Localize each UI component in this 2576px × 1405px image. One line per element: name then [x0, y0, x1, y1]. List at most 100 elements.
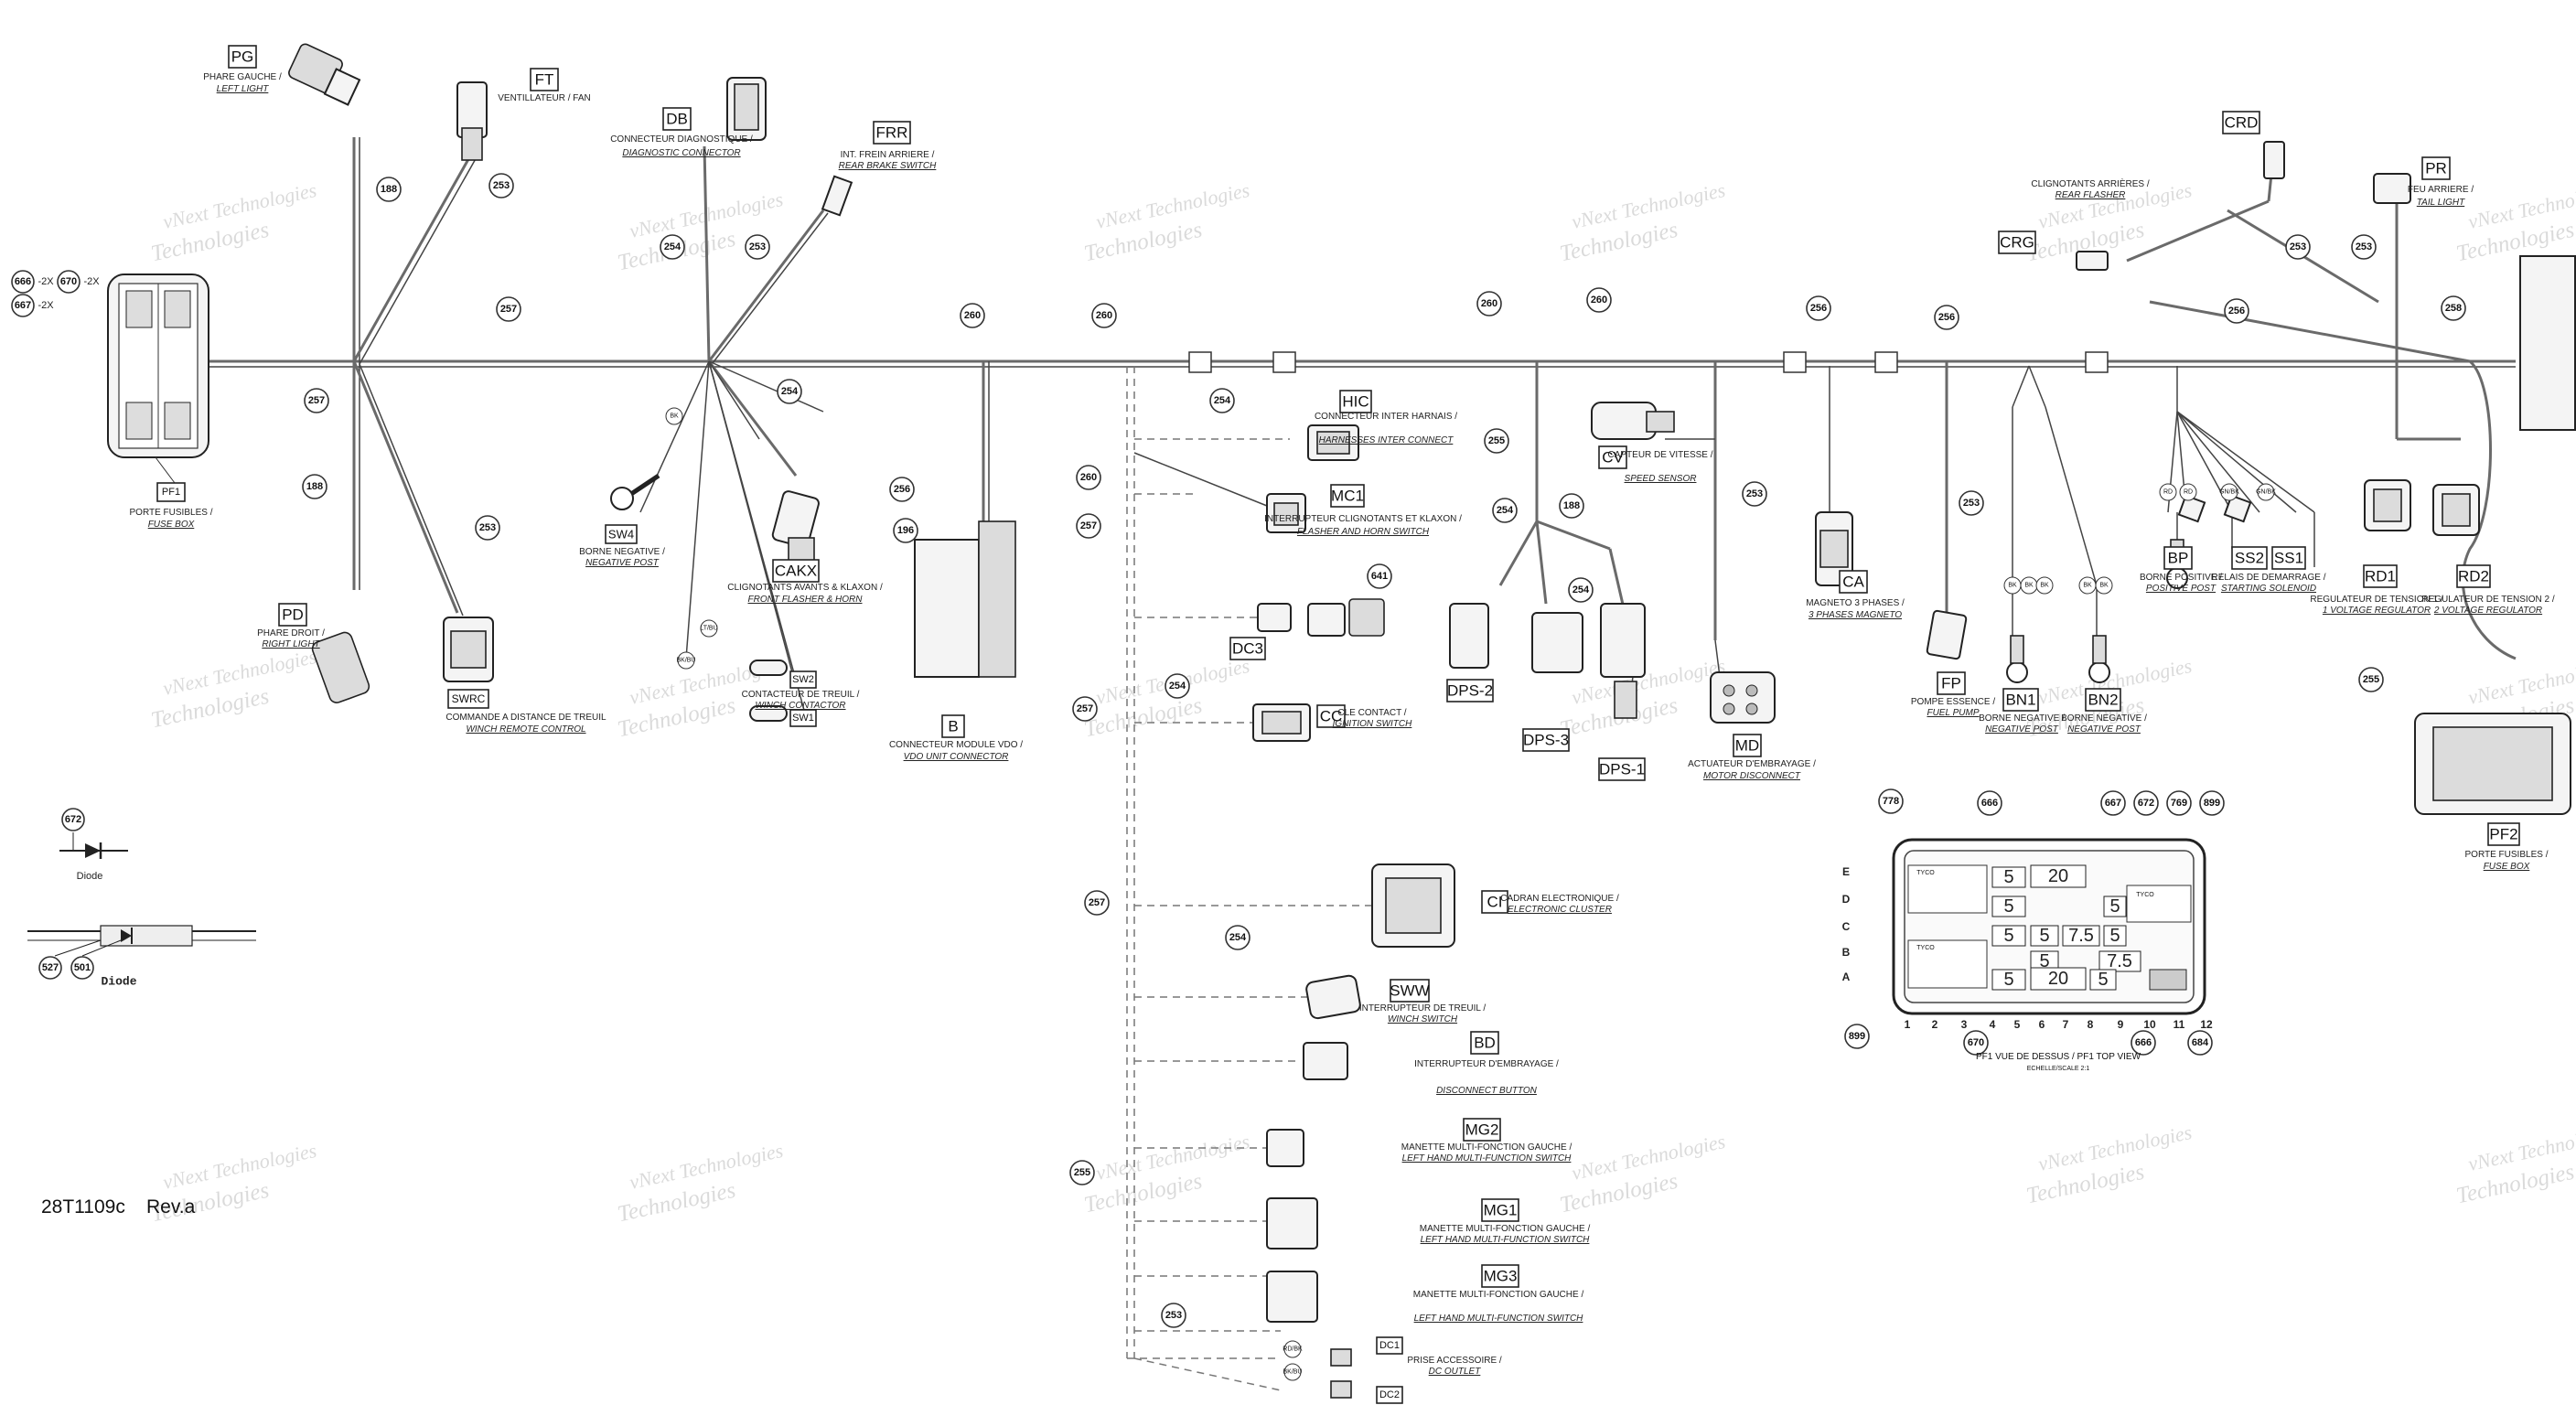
harness-wires [183, 137, 2517, 1391]
desc-rd2-fr: REGULATEUR DE TENSION 2 / [2421, 595, 2554, 605]
wire-number-text: 260 [964, 310, 981, 321]
tag-ss2-text: SS2 [2235, 550, 2264, 567]
desc-bd-fr: INTERRUPTEUR D'EMBRAYAGE / [1414, 1059, 1559, 1069]
wire-number-text: 256 [2228, 306, 2245, 316]
wire-color-label: BK [665, 407, 683, 425]
pf1-top-view-scale: ECHELLE/SCALE 2:1 [2027, 1066, 2090, 1072]
wire-color-text: RD [2184, 489, 2193, 496]
qty-text: -2X [38, 300, 54, 311]
desc-ss1-fr: RELAIS DE DEMARRAGE / [2211, 573, 2325, 583]
pf1-callout: 899 [2199, 790, 2225, 816]
desc-rd1-fr: REGULATEUR DE TENSION 1 / [2310, 595, 2442, 605]
brand-label: TYCO [1916, 870, 1935, 876]
desc-mg3: MANETTE MULTI-FONCTION GAUCHE /LEFT HAND… [1413, 1290, 1584, 1324]
desc-db: CONNECTEUR DIAGNOSTIQUE /DIAGNOSTIC CONN… [610, 134, 753, 158]
desc-ft-fr: VENTILLATEUR / FAN [498, 93, 591, 103]
connector-ft-icon [456, 81, 488, 161]
wire-number-text: 254 [1572, 585, 1590, 595]
tag-bn2: BN2 [2085, 688, 2121, 712]
fuse-value: 5 [2003, 970, 2013, 990]
desc-pd: PHARE DROIT /RIGHT LIGHT [257, 628, 325, 649]
connector-bd-icon [1303, 1042, 1348, 1080]
wire-number-text: 188 [381, 184, 397, 195]
connector-pg-icon [288, 43, 361, 106]
wire-number-text: 257 [1077, 703, 1093, 714]
pf1-side-part-670: 670 [57, 270, 80, 294]
connector-sw4-icon [610, 473, 660, 510]
desc-cc-en: IGNITION SWITCH [1333, 719, 1412, 729]
fuse-value: 7.5 [2107, 951, 2132, 971]
connector-mg1-icon [1266, 1197, 1318, 1249]
wire-color-label: BK/BU [1283, 1363, 1303, 1381]
desc-mc1: INTERRUPTEUR CLIGNOTANTS ET KLAXON /FLAS… [1264, 514, 1462, 537]
desc-cv-fr: CAPTEUR DE VITESSE / [1607, 450, 1712, 460]
wire-number-text: 254 [781, 386, 799, 397]
tag-ca-text: CA [1842, 574, 1864, 591]
tag-sw2: SW2 [789, 670, 817, 689]
tag-pg-text: PG [231, 48, 254, 66]
desc-pg-en: LEFT LIGHT [217, 84, 270, 94]
desc-ci-en: ELECTRONIC CLUSTER [1508, 905, 1612, 915]
tag-pr: PR [2421, 156, 2451, 180]
wire-bubble: 260 [1476, 291, 1502, 316]
wire-bubble: 260 [1076, 465, 1101, 490]
fuse-value: 5 [2039, 951, 2049, 971]
tag-mg2-text: MG2 [1465, 1121, 1499, 1139]
wire-color-text: GN/BK [2256, 489, 2276, 496]
tag-bp: BP [2163, 546, 2193, 570]
wire-bubble: 253 [1959, 490, 1984, 516]
desc-rd2: REGULATEUR DE TENSION 2 /2 VOLTAGE REGUL… [2421, 595, 2554, 616]
desc-pf1-fr: PORTE FUSIBLES / [130, 508, 213, 518]
connector-sw2-icon [749, 660, 788, 676]
connector-frr-icon [821, 175, 853, 217]
desc-mg2: MANETTE MULTI-FONCTION GAUCHE /LEFT HAND… [1401, 1142, 1572, 1164]
wire-color-labels: BK BK BK/BU LT/BU RD RD GN/BK GN/BK BK B… [665, 407, 2276, 1381]
tag-ca: CA [1839, 570, 1868, 594]
qty-text: -2X [38, 276, 54, 287]
tag-rd1-text: RD1 [2365, 568, 2396, 585]
wire-number-text: 196 [897, 525, 914, 536]
desc-db-fr: CONNECTEUR DIAGNOSTIQUE / [610, 134, 753, 145]
desc-mg2-en: LEFT HAND MULTI-FUNCTION SWITCH [1402, 1153, 1572, 1164]
wire-bubble: 260 [1586, 287, 1612, 313]
desc-dc1-en: DC OUTLET [1429, 1367, 1482, 1377]
callout-text: 769 [2171, 798, 2187, 809]
wire-color-label: BK [2020, 576, 2038, 595]
desc-md-fr: ACTUATEUR D'EMBRAYAGE / [1688, 759, 1816, 769]
wire-bubble: 253 [1742, 481, 1767, 507]
connector-crd-icon [2263, 141, 2285, 179]
desc-pf2-en: FUSE BOX [2484, 862, 2530, 872]
tag-pf1-text: PF1 [162, 487, 180, 498]
tag-pf2: PF2 [2487, 822, 2520, 846]
tag-dps-3: DPS-3 [1522, 728, 1570, 752]
desc-pr: FEU ARRIERE /TAIL LIGHT [2408, 185, 2474, 208]
connector-fp-icon [1926, 609, 1968, 660]
desc-pf1-en: FUSE BOX [148, 520, 195, 530]
tag-mg1-text: MG1 [1484, 1202, 1518, 1219]
wire-number-text: 253 [2356, 241, 2372, 252]
desc-swrc-en: WINCH REMOTE CONTROL [466, 724, 585, 735]
tag-hic: HIC [1339, 390, 1372, 413]
tag-mg3-text: MG3 [1484, 1268, 1518, 1285]
tag-pf2-text: PF2 [2489, 826, 2517, 843]
connector-ca-icon [1815, 511, 1853, 586]
tag-swrc: SWRC [447, 689, 489, 709]
fuse-slot: 7.5 [2062, 925, 2100, 947]
connector-pf2-icon [2414, 255, 2576, 815]
desc-ci: CADRAN ELECTRONIQUE /ELECTRONIC CLUSTER [1500, 894, 1619, 915]
wire-number-text: 258 [2445, 303, 2462, 314]
pf1-callout: 667 [2100, 790, 2126, 816]
callout-text: 899 [2204, 798, 2220, 809]
connector-dc2-icon [1330, 1380, 1352, 1399]
desc-crg-en: REAR FLASHER [2055, 190, 2126, 200]
wire-bubble: 257 [1072, 696, 1098, 722]
drawing-number: 28T1109c [41, 1196, 125, 1217]
wire-number-text: 257 [1080, 520, 1097, 531]
wire-number-text: 260 [1481, 298, 1497, 309]
wire-bubble: 257 [304, 388, 329, 413]
tag-dps-3-text: DPS-3 [1523, 732, 1569, 749]
connector-md-icon [1710, 671, 1776, 724]
callout-text: 672 [2138, 798, 2154, 809]
connector-mg2-icon [1266, 1129, 1304, 1167]
tag-frr: FRR [873, 121, 911, 145]
